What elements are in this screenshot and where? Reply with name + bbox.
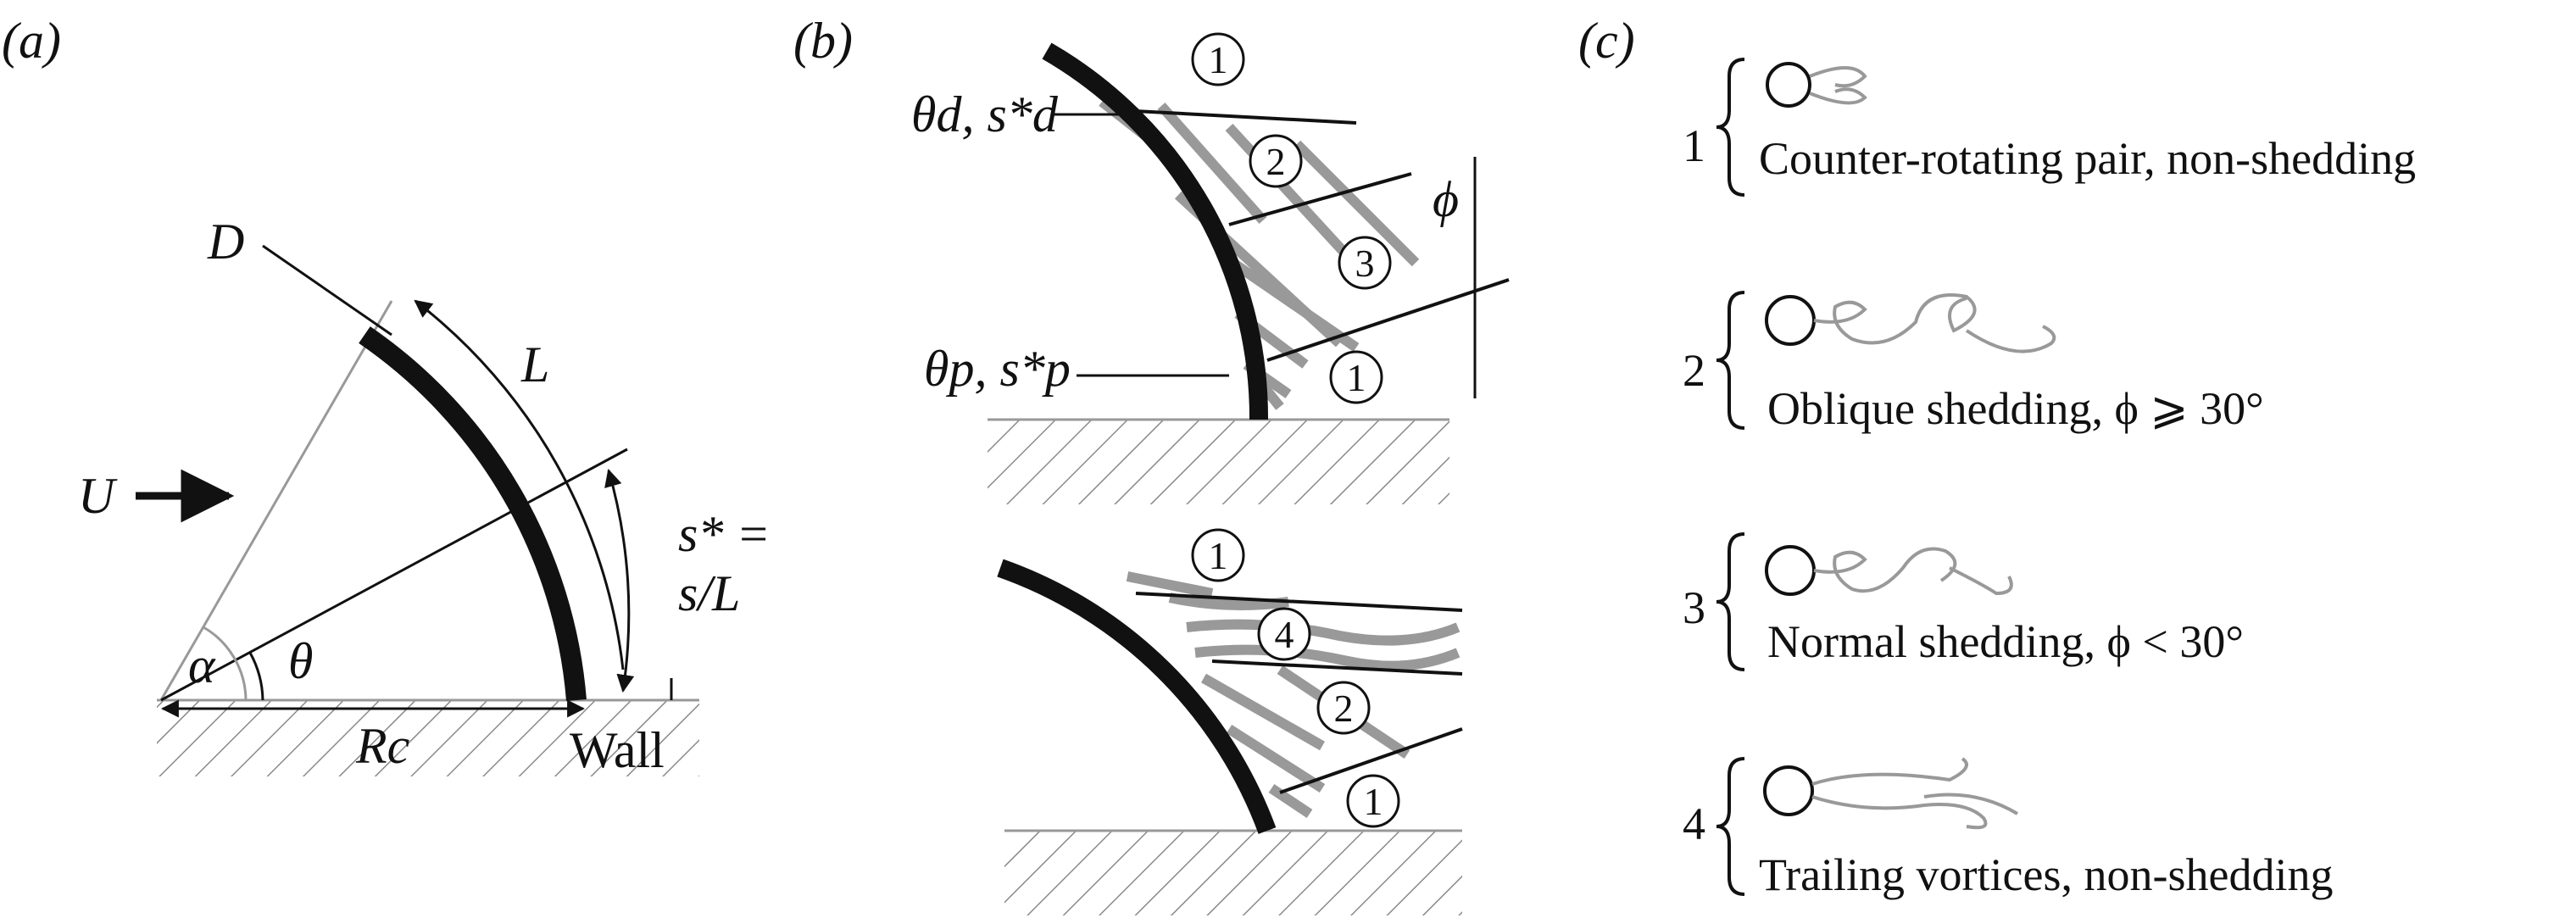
panel-b-tag: (b) <box>793 13 853 69</box>
panel-b: (b) θd, s*d θp, s*p ϕ <box>793 13 1510 915</box>
top-wall-hatch <box>988 420 1449 504</box>
bottom-wake-streaks <box>1126 571 1460 818</box>
cylinder-icon <box>1763 765 1814 816</box>
cylinder-icon <box>1766 62 1811 108</box>
top-curved-cylinder <box>1042 42 1269 420</box>
regime-brace <box>1716 757 1745 896</box>
region-marker <box>1338 236 1392 290</box>
label-phi: ϕ <box>1433 171 1459 227</box>
regime-brace <box>1716 291 1745 430</box>
trailing-vortices-icon <box>1811 757 2019 830</box>
panel-c: (c) 1 Counter-rotating pair, non-sheddin… <box>1578 13 2416 900</box>
s-star-arrow <box>604 468 635 693</box>
regime-number: 1 <box>1683 120 1705 171</box>
region-number: 4 <box>1275 613 1294 656</box>
region-number: 3 <box>1355 242 1375 285</box>
region-number: 2 <box>1334 687 1354 730</box>
region-number: 2 <box>1266 140 1286 183</box>
regime-text: Oblique shedding, ϕ ⩾ 30° <box>1767 383 2264 434</box>
label-theta: θ <box>288 633 313 689</box>
theta-arc <box>248 652 264 701</box>
regime-text: Counter-rotating pair, non-shedding <box>1759 133 2416 184</box>
regime-3: 3 Normal shedding, ϕ < 30° <box>1683 532 2244 671</box>
regime-text: Trailing vortices, non-shedding <box>1759 849 2333 900</box>
regime-4: 4 Trailing vortices, non-shedding <box>1683 757 2333 900</box>
sector-edge-upstream <box>159 300 393 701</box>
panel-a-tag: (a) <box>2 13 61 69</box>
region-number: 1 <box>1364 780 1383 823</box>
theta-radius <box>160 448 628 702</box>
top-regime-boundaries <box>1118 108 1510 362</box>
regime-brace <box>1716 532 1745 671</box>
region-marker <box>1346 774 1400 828</box>
label-D: D <box>207 214 244 270</box>
label-Rc: Rc <box>355 718 409 774</box>
label-theta-p: θp, s*p <box>924 341 1071 397</box>
region-marker <box>1191 528 1245 582</box>
regime-1: 1 Counter-rotating pair, non-shedding <box>1683 58 2416 197</box>
regime-brace <box>1716 58 1745 197</box>
region-number: 1 <box>1209 534 1228 577</box>
curved-cylinder <box>359 326 587 701</box>
bottom-regime-boundaries <box>1135 592 1463 794</box>
regime-number: 4 <box>1683 798 1705 849</box>
panel-a: (a) D L U α θ Rc Wall s* = s/L <box>2 13 771 778</box>
label-theta-d: θd, s*d <box>911 86 1059 142</box>
cylinder-icon <box>1765 295 1816 346</box>
bottom-wall-hatch <box>1004 831 1462 915</box>
regime-2: 2 Oblique shedding, ϕ ⩾ 30° <box>1683 291 2264 434</box>
label-wall: Wall <box>570 722 665 778</box>
label-s-star-2: s/L <box>678 565 740 621</box>
regime-text: Normal shedding, ϕ < 30° <box>1767 616 2244 667</box>
vortex-street-icon <box>1813 547 2013 596</box>
vortex-pair-icon <box>1809 66 1867 105</box>
region-marker <box>1249 134 1303 188</box>
bottom-region-markers: 1 4 2 1 <box>1191 528 1400 828</box>
L-arrow <box>414 299 625 670</box>
region-marker <box>1257 607 1311 661</box>
alpha-arc <box>203 626 248 701</box>
region-marker <box>1191 32 1245 86</box>
panel-c-tag: (c) <box>1578 13 1635 69</box>
regime-number: 2 <box>1683 345 1705 396</box>
label-L: L <box>520 337 549 392</box>
label-alpha: α <box>188 637 216 693</box>
region-marker <box>1329 350 1383 404</box>
label-U: U <box>78 468 118 524</box>
D-leader <box>262 244 392 337</box>
regime-number: 3 <box>1683 582 1705 633</box>
vortex-street-icon <box>1813 293 2056 353</box>
cylinder-icon <box>1765 545 1816 596</box>
bottom-curved-cylinder <box>997 559 1277 834</box>
region-number: 1 <box>1347 356 1366 399</box>
top-region-markers: 1 2 3 1 <box>1191 32 1392 404</box>
region-number: 1 <box>1209 38 1228 81</box>
region-marker <box>1316 681 1371 735</box>
label-s-star-1: s* = <box>678 506 771 562</box>
